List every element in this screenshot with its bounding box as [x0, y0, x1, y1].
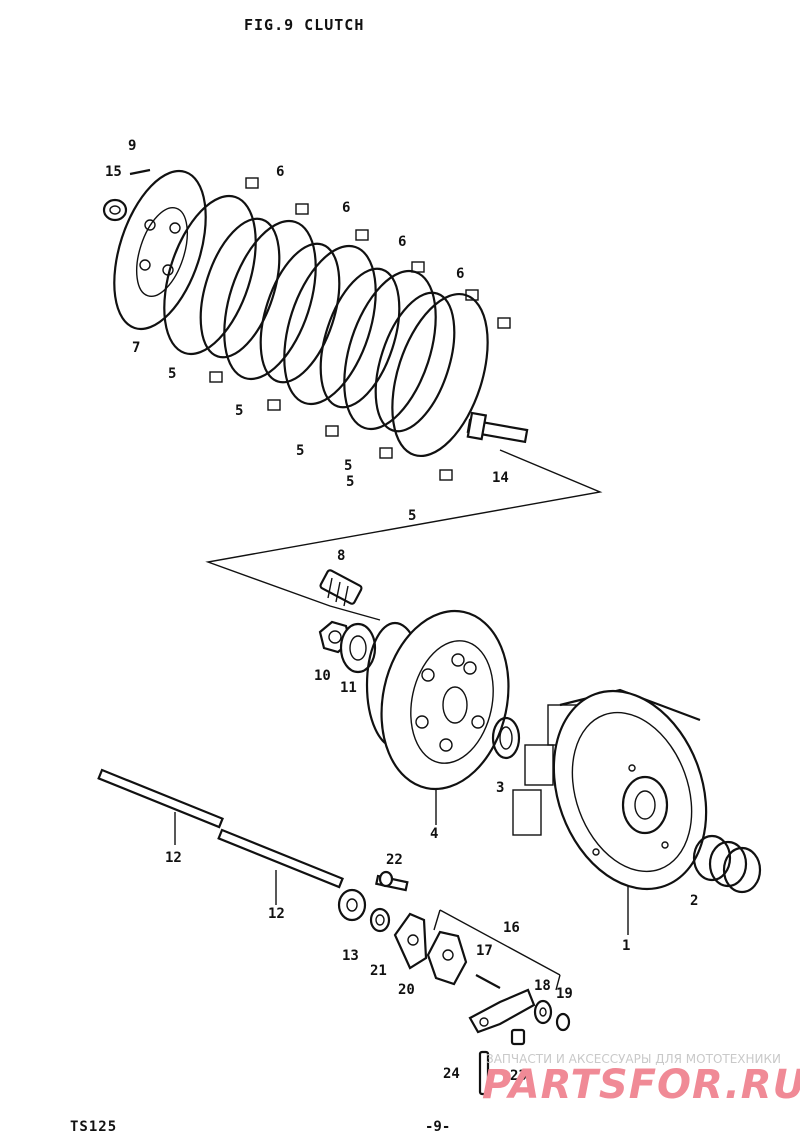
callout-12: 12 [268, 906, 285, 922]
plate-tabs [209, 177, 511, 481]
callout-18: 18 [534, 978, 551, 994]
push-piece-14 [466, 411, 529, 444]
callout-5: 5 [346, 474, 354, 490]
oil-seal-13 [337, 888, 367, 922]
figure-title: FIG.9 CLUTCH [244, 16, 365, 34]
callout-17: 17 [476, 943, 493, 959]
page-number: -9- [425, 1119, 451, 1135]
pressure-plate-7 [113, 169, 207, 331]
callout-7: 7 [132, 340, 140, 356]
leader-lines [174, 449, 629, 991]
callout-5: 5 [296, 443, 304, 459]
pin-24 [478, 1050, 490, 1096]
callout-13: 13 [342, 948, 359, 964]
callout-3: 3 [496, 780, 504, 796]
lock-washer-11 [339, 622, 377, 674]
callout-9: 9 [128, 138, 136, 154]
callout-2: 2 [690, 893, 698, 909]
pin-17 [475, 974, 501, 989]
callout-15: 15 [105, 164, 122, 180]
callout-16: 16 [503, 920, 520, 936]
spring-2 [692, 834, 762, 894]
part-callouts: 12 12 1 2 3 4 5 5 5 5 5 5 6 6 6 6 7 8 9 … [105, 138, 698, 1084]
callout-5: 5 [235, 403, 243, 419]
screw-22 [375, 870, 409, 892]
callout-19: 19 [556, 986, 573, 1002]
clutch-sleeve-hub-4 [365, 609, 510, 791]
callout-6: 6 [342, 200, 350, 216]
push-rod-12-lower [217, 828, 344, 889]
pin-9 [129, 168, 151, 176]
clip-19 [555, 1012, 571, 1032]
callout-5: 5 [344, 458, 352, 474]
driven-plates-6 [199, 217, 456, 433]
thrust-washer-3 [491, 716, 521, 760]
callout-5: 5 [168, 366, 176, 382]
lever-arm-23 [468, 988, 536, 1046]
callout-6: 6 [276, 164, 284, 180]
model-code: TS125 [70, 1119, 118, 1135]
callout-14: 14 [492, 470, 509, 486]
watermark-logo: PARTSFOR.RU [482, 1062, 800, 1108]
callout-6: 6 [398, 234, 406, 250]
callout-23: 23 [510, 1068, 527, 1084]
callout-5: 5 [408, 508, 416, 524]
callout-24: 24 [443, 1066, 460, 1082]
callout-21: 21 [370, 963, 387, 979]
callout-10: 10 [314, 668, 331, 684]
callout-11: 11 [340, 680, 357, 696]
spring-retainer-8 [319, 569, 363, 607]
callout-6: 6 [456, 266, 464, 282]
callout-4: 4 [430, 826, 438, 842]
watermark-tagline: ЗАПЧАСТИ И АКСЕССУАРЫ ДЛЯ МОТОТЕХНИКИ [486, 1052, 782, 1066]
cover-20 [393, 912, 428, 970]
washer-18 [533, 999, 553, 1025]
callout-12: 12 [165, 850, 182, 866]
push-rod-12-upper [97, 768, 224, 829]
spring-15 [102, 198, 128, 222]
callout-22: 22 [386, 852, 403, 868]
bearing-21 [369, 907, 391, 933]
primary-driven-gear-1 [512, 688, 708, 891]
callout-8: 8 [337, 548, 345, 564]
release-lever-16 [426, 930, 468, 986]
callout-20: 20 [398, 982, 415, 998]
callout-1: 1 [622, 938, 630, 954]
